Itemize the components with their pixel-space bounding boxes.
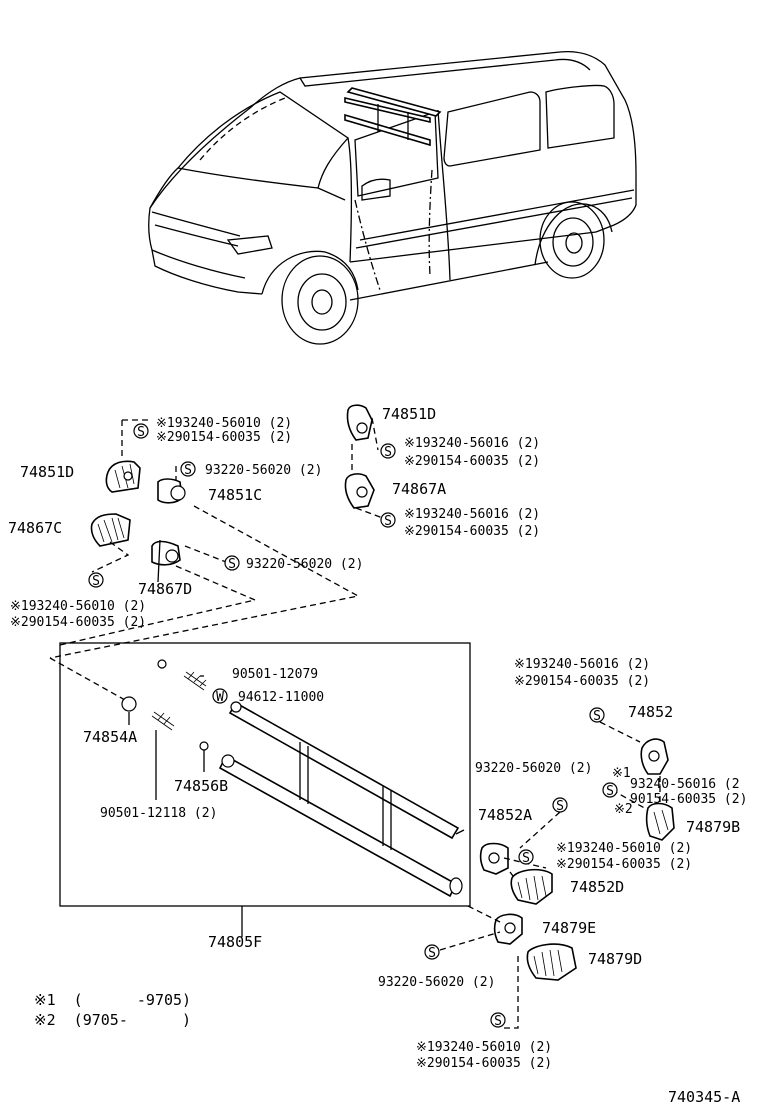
- label-74851C: 74851C: [208, 486, 262, 504]
- label-74867D: 74867D: [138, 580, 192, 598]
- svg-text:S: S: [428, 946, 436, 961]
- assembly-74805F: [59, 642, 471, 937]
- svg-text:S: S: [593, 709, 601, 724]
- screw-90501-12079: [183, 671, 207, 691]
- svg-text:S: S: [606, 784, 614, 799]
- s-symbol: S: [518, 849, 534, 866]
- s-symbol: S: [602, 782, 618, 799]
- label-74852D: 74852D: [570, 878, 624, 896]
- part-74852A: [479, 842, 509, 875]
- part-74851D-right: [346, 404, 373, 441]
- pair-7-a: ※193240-56010 (2): [416, 1040, 552, 1055]
- pair-2-a: ※193240-56016 (2): [404, 436, 540, 451]
- part-74852: [640, 738, 669, 775]
- label-74854A: 74854A: [83, 728, 137, 746]
- pair-2-b: ※290154-60035 (2): [404, 454, 540, 469]
- pair-6-b: ※290154-60035 (2): [556, 857, 692, 872]
- label-74879B: 74879B: [686, 818, 740, 836]
- mark-1: ※1: [612, 766, 631, 781]
- label-74867C: 74867C: [8, 519, 62, 537]
- legend-line-2: ※2 (9705- ): [34, 1011, 191, 1029]
- svg-text:S: S: [228, 557, 236, 572]
- label-74856B: 74856B: [174, 777, 228, 795]
- part-74852D: [510, 868, 553, 905]
- label-90501-12118: 90501-12118 (2): [100, 806, 217, 821]
- label-93220-b: 93220-56020 (2): [246, 557, 363, 572]
- s-symbol: S: [490, 1012, 506, 1029]
- part-74856B: [199, 741, 209, 751]
- svg-text:S: S: [184, 463, 192, 478]
- part-74879B: [645, 802, 675, 841]
- part-74879E: [493, 913, 523, 945]
- svg-text:S: S: [556, 799, 564, 814]
- s-symbol: S: [88, 572, 104, 589]
- label-93220-c: 93220-56020 (2): [475, 761, 592, 776]
- s-symbol: S: [380, 443, 396, 460]
- part-labels: 74851D 74851D 74851C 74867C 74867D 74867…: [8, 405, 747, 1106]
- pair-3-a: ※193240-56016 (2): [404, 507, 540, 522]
- part-74879D: [526, 943, 577, 981]
- label-74851D-left: 74851D: [20, 463, 74, 481]
- diagram-id: 740345-A: [668, 1088, 740, 1106]
- s-symbol: S: [180, 461, 196, 478]
- s-symbol: S: [552, 797, 568, 814]
- label-74805F: 74805F: [208, 933, 262, 951]
- label-74879E: 74879E: [542, 919, 596, 937]
- w-symbol: W: [212, 688, 228, 705]
- pair-5-b: ※290154-60035 (2): [514, 674, 650, 689]
- svg-text:S: S: [522, 851, 530, 866]
- s-symbol: S: [380, 512, 396, 529]
- label-74851D-top: 74851D: [382, 405, 436, 423]
- part-74867A: [344, 473, 375, 509]
- pair-6-a: ※193240-56010 (2): [556, 841, 692, 856]
- label-94612-11000: 94612-11000: [238, 690, 324, 705]
- pair-1-b: ※290154-60035 (2): [156, 430, 292, 445]
- pair-3-b: ※290154-60035 (2): [404, 524, 540, 539]
- s-symbol: S: [589, 707, 605, 724]
- legend-line-1: ※1 ( -9705): [34, 991, 191, 1009]
- svg-text:W: W: [216, 690, 224, 705]
- fastener-symbols: S S S S S S W S S S S S S: [88, 423, 618, 1029]
- pair-7-b: ※290154-60035 (2): [416, 1056, 552, 1071]
- s-symbol: S: [133, 423, 149, 440]
- part-74854A: [121, 696, 137, 712]
- label-90154: 90154-60035 (2): [630, 792, 747, 807]
- part-74867D: [151, 539, 181, 583]
- label-74879D: 74879D: [588, 950, 642, 968]
- svg-text:S: S: [137, 425, 145, 440]
- leaders-top-left: [49, 417, 389, 701]
- pair-5-a: ※193240-56016 (2): [514, 657, 650, 672]
- label-90501-12079: 90501-12079: [232, 667, 318, 682]
- pair-1-a: ※193240-56010 (2): [156, 416, 292, 431]
- van-illustration: [148, 50, 637, 345]
- svg-text:S: S: [92, 574, 100, 589]
- s-symbol: S: [424, 944, 440, 961]
- clip: [157, 659, 167, 669]
- mark-2: ※2: [614, 802, 633, 817]
- label-74867A: 74867A: [392, 480, 446, 498]
- label-74852A: 74852A: [478, 806, 532, 824]
- label-93220-a: 93220-56020 (2): [205, 463, 322, 478]
- pair-4-a: ※193240-56010 (2): [10, 599, 146, 614]
- pair-4-b: ※290154-60035 (2): [10, 615, 146, 630]
- svg-text:S: S: [494, 1014, 502, 1029]
- label-74852: 74852: [628, 703, 673, 721]
- assembly-box: [59, 642, 471, 907]
- screw-90501-12118: [151, 711, 175, 731]
- leaders-right: [439, 721, 661, 1029]
- part-74867C: [90, 513, 131, 547]
- part-74851D-left: [105, 460, 141, 493]
- svg-text:S: S: [384, 514, 392, 529]
- part-74851C: [157, 478, 186, 504]
- s-symbol: S: [224, 555, 240, 572]
- svg-text:S: S: [384, 445, 392, 460]
- label-93240: 93240-56016 (2: [630, 777, 740, 792]
- label-93220-d: 93220-56020 (2): [378, 975, 495, 990]
